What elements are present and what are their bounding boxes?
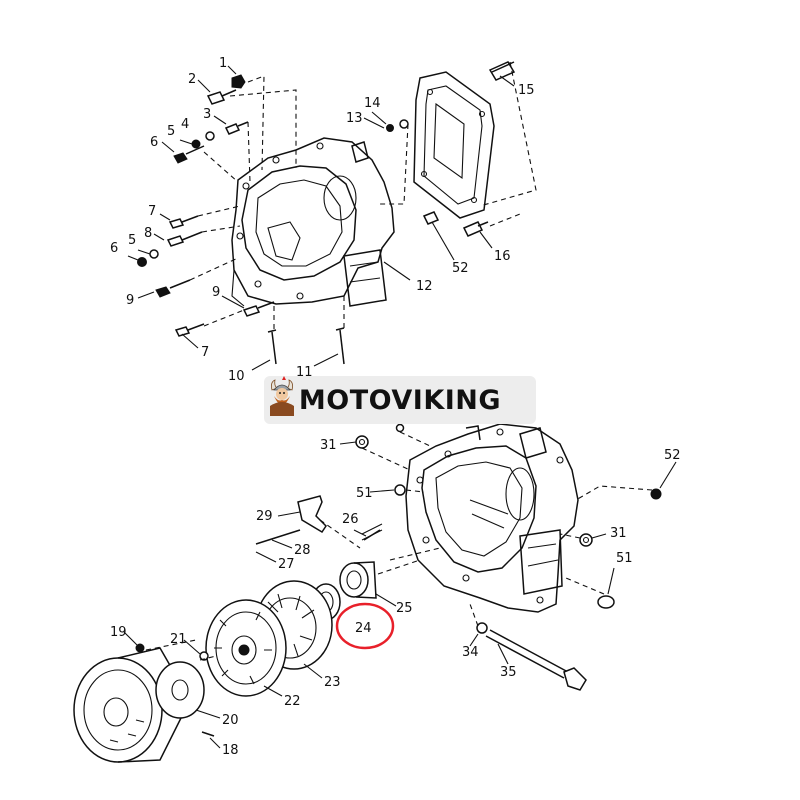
label-part-23: 23 — [324, 675, 341, 690]
label-part-51: 51 — [356, 486, 373, 501]
label-part-4: 4 — [181, 117, 189, 132]
label-part-27: 27 — [278, 557, 295, 572]
flywheel — [73, 643, 215, 763]
label-part-8: 8 — [144, 226, 152, 241]
upper-guide-lines — [189, 61, 537, 330]
label-part-9b: 9 — [212, 285, 220, 300]
label-part-14: 14 — [364, 96, 381, 111]
viking-mascot-icon — [270, 376, 294, 416]
label-part-52: 52 — [452, 261, 469, 276]
label-part-2: 2 — [188, 72, 196, 87]
label-part-6b: 6 — [110, 241, 118, 256]
label-part-1: 1 — [219, 56, 227, 71]
lower-guide-lines — [145, 431, 653, 661]
label-part-10: 10 — [228, 369, 245, 384]
label-part-28: 28 — [294, 543, 311, 558]
cover-plate — [413, 71, 495, 219]
label-part-18: 18 — [222, 743, 239, 758]
label-part-3: 3 — [203, 107, 211, 122]
label-part-15: 15 — [518, 83, 535, 98]
label-part-29: 29 — [256, 509, 273, 524]
label-part-16: 16 — [494, 249, 511, 264]
label-part-24: 24 — [355, 621, 372, 636]
label-part-20: 20 — [222, 713, 239, 728]
label-part-31: 31 — [320, 438, 337, 453]
label-part-51b: 51 — [616, 551, 633, 566]
label-part-12: 12 — [416, 279, 433, 294]
clutch-components — [205, 561, 377, 697]
label-part-22: 22 — [284, 694, 301, 709]
label-part-21: 21 — [170, 632, 187, 647]
shaft-assembly — [476, 622, 587, 691]
label-part-9: 9 — [126, 293, 134, 308]
label-part-7: 7 — [148, 204, 156, 219]
label-part-26: 26 — [342, 512, 359, 527]
upper-housing — [231, 137, 395, 307]
label-part-31b: 31 — [610, 526, 627, 541]
upper-fasteners — [137, 61, 516, 365]
brand-logo-text: MOTOVIKING — [298, 384, 502, 416]
label-part-35: 35 — [500, 665, 517, 680]
lower-housing — [405, 423, 579, 613]
label-part-25: 25 — [396, 601, 413, 616]
label-part-34: 34 — [462, 645, 479, 660]
highlight-ring-part-24 — [335, 602, 395, 650]
label-part-52b: 52 — [664, 448, 681, 463]
leader-lines — [123, 65, 677, 749]
brand-logo-banner: MOTOVIKING — [264, 376, 536, 424]
label-part-5b: 5 — [128, 233, 136, 248]
label-part-6: 6 — [150, 135, 158, 150]
lower-fasteners — [255, 423, 662, 609]
label-part-13: 13 — [346, 111, 363, 126]
label-part-7b: 7 — [201, 345, 209, 360]
label-part-19: 19 — [110, 625, 127, 640]
label-part-5: 5 — [167, 124, 175, 139]
